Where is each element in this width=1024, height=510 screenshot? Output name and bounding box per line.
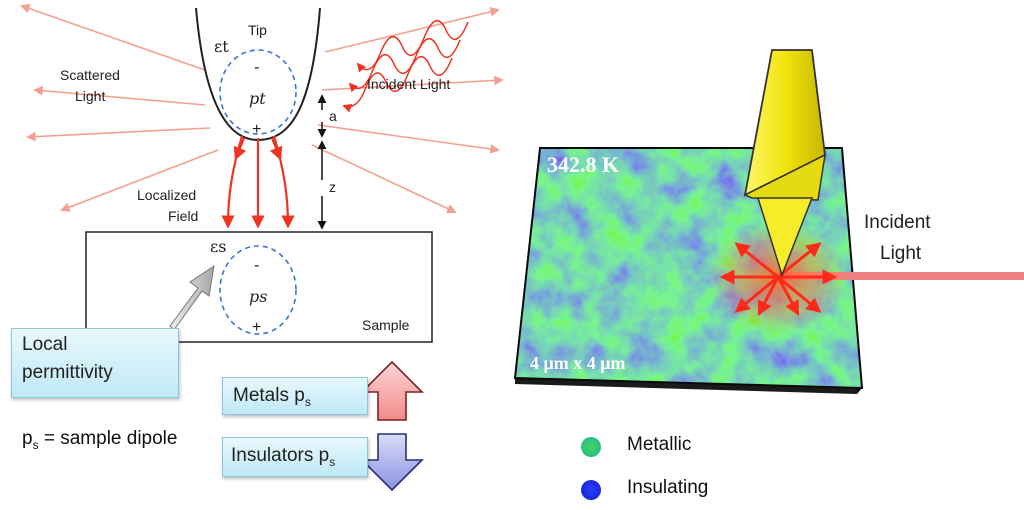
scattered-light-label-1: Scattered [60,67,120,83]
eps-t-label: εt [214,37,229,56]
sample-minus: - [254,257,259,274]
scattered-light-label-2: Light [75,88,105,104]
afm-cantilever-tip [743,49,826,278]
sample-plus: + [252,319,261,336]
tip-plus: + [252,121,261,138]
insulators-ps: p [318,445,330,466]
localized-field-label-1: Localized [137,187,196,203]
metals-ps: p [294,385,305,406]
insulators-down-arrow [360,433,424,492]
incident-light-right-2: Light [880,243,922,264]
local-permittivity-line-1: Local [22,334,68,355]
localized-field-arrows [221,135,295,229]
ps-definition-text: = sample dipole [38,428,178,449]
insulators-box: Insulators ps [222,437,368,477]
a-label: a [329,108,337,124]
metals-up-arrow [360,360,424,421]
ps-definition-p: p [22,428,33,449]
metals-box: Metals ps [222,377,368,415]
localized-field-label-2: Field [168,208,198,224]
insulating-legend-dot [581,480,601,500]
metallic-legend-dot [581,437,601,457]
z-label: z [329,179,336,195]
scatter-arrows [719,242,838,317]
sample-label: Sample [362,317,410,333]
p-s-label: ps [249,287,267,306]
incident-light-waves [342,20,469,113]
sample-dipole-circle [219,245,297,335]
incident-light-right-1: Incident [864,212,931,233]
incident-light-label: Incident Light [367,76,450,92]
eps-s-label: εs [210,237,227,256]
ps-definition-sub: s [32,437,39,452]
sample-box [85,231,433,343]
metals-ps-sub: s [304,394,311,409]
local-permittivity-line-2: permittivity [22,362,113,383]
local-permittivity-box: Local permittivity [11,328,179,398]
metals-label: Metals [233,385,289,406]
insulating-legend-label: Insulating [627,477,709,498]
temperature-label: 342.8 K [547,152,619,177]
tip-minus: - [254,59,259,76]
map-slab-side [515,378,857,394]
tip-label: Tip [248,22,267,38]
permittivity-pointer-arrow [169,264,215,331]
ps-definition: ps = sample dipole [22,428,177,452]
p-t-label: pt [249,89,266,108]
metallic-legend-label: Metallic [627,434,692,455]
tip-dipole-circle [219,49,297,135]
incident-beam [778,272,1024,280]
scale-label: 4 μm x 4 μm [530,353,625,373]
insulators-ps-sub: s [329,454,336,469]
insulators-label: Insulators [231,445,314,466]
